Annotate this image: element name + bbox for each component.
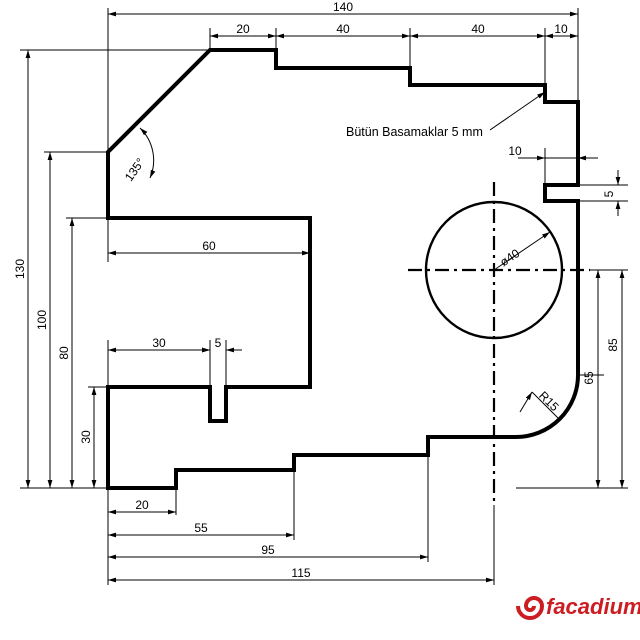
dim-notch-5: 5 bbox=[602, 190, 616, 197]
steps-note: Bütün Basamaklar 5 mm bbox=[346, 125, 483, 139]
dim-fillet-radius: R15 bbox=[536, 388, 562, 414]
dim-slot-5: 5 bbox=[215, 336, 222, 350]
dimension-lines bbox=[25, 11, 625, 583]
dim-angle-135: 135° bbox=[122, 155, 148, 184]
logo-text: facadium bbox=[546, 594, 640, 619]
dim-top-40-b: 40 bbox=[471, 22, 485, 36]
dim-notch-10: 10 bbox=[508, 144, 522, 158]
dim-top-40-a: 40 bbox=[336, 22, 350, 36]
dim-left-30: 30 bbox=[79, 430, 93, 444]
dim-left-80: 80 bbox=[57, 346, 71, 360]
dim-bottom-20: 20 bbox=[135, 498, 149, 512]
dim-bottom-115: 115 bbox=[291, 566, 310, 580]
dim-top-20: 20 bbox=[236, 22, 250, 36]
dim-right-85: 85 bbox=[606, 338, 620, 352]
dim-top-10: 10 bbox=[554, 22, 568, 36]
dim-right-65: 65 bbox=[582, 371, 596, 385]
facadium-logo: facadium bbox=[516, 594, 640, 620]
part-outline bbox=[106, 48, 580, 490]
extension-lines bbox=[20, 8, 628, 585]
dim-140: 140 bbox=[333, 0, 353, 14]
dim-slot-30: 30 bbox=[152, 336, 166, 350]
dim-left-130: 130 bbox=[13, 259, 27, 279]
dim-left-100: 100 bbox=[35, 310, 49, 330]
dim-bottom-55: 55 bbox=[194, 521, 208, 535]
dim-60: 60 bbox=[202, 239, 216, 253]
dim-bottom-95: 95 bbox=[261, 543, 275, 557]
logo-swirl-icon bbox=[516, 596, 545, 620]
